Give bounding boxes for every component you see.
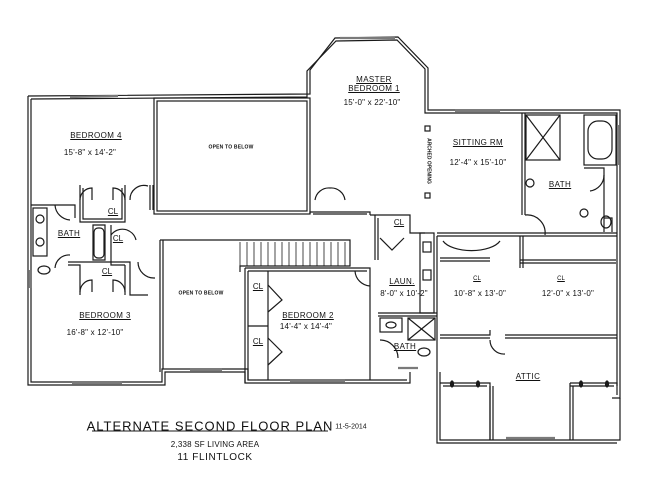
bedroom-4-dims: 15'-8" x 14'-2" xyxy=(63,148,117,157)
plan-title: ALTERNATE SECOND FLOOR PLAN xyxy=(86,418,334,434)
closet-bed2-lower-label: CL xyxy=(252,337,264,346)
closet-bed2-upper-label: CL xyxy=(252,282,264,291)
master-bedroom-label-2: BEDROOM 1 xyxy=(348,84,400,93)
closet-bed3-label: CL xyxy=(101,267,113,276)
project-name: 11 FLINTLOCK xyxy=(177,452,253,463)
exterior-walls xyxy=(27,36,621,444)
laundry-label: LAUN. xyxy=(389,277,415,286)
bedroom-4-label: BEDROOM 4 xyxy=(70,131,122,140)
master-bedroom-dims: 15'-0" x 22'-10" xyxy=(343,98,401,107)
bedroom-3-dims: 16'-8" x 12'-10" xyxy=(66,328,124,337)
arched-opening-label: ARCHED OPENING xyxy=(425,138,432,184)
attic-label: ATTIC xyxy=(515,372,541,381)
bedroom-2-label: BEDROOM 2 xyxy=(282,311,334,320)
plan-date: 11-5-2014 xyxy=(335,423,367,431)
closet-bath-mid-label: CL xyxy=(112,234,124,243)
hall-bath-label: BATH xyxy=(57,229,81,238)
master-bedroom-label-1: MASTER xyxy=(356,75,392,84)
living-area: 2,338 SF LIVING AREA xyxy=(170,440,260,449)
closet-hall-label: CL xyxy=(393,218,405,227)
closet-bed4-label: CL xyxy=(107,207,119,216)
bedroom-3-label: BEDROOM 3 xyxy=(79,311,131,320)
bath-2-label: BATH xyxy=(393,342,417,351)
master-bath-label: BATH xyxy=(548,180,572,189)
walk-in-closet-2-label: CL xyxy=(557,276,565,282)
walk-in-closet-2-dims: 12'-0" x 13'-0" xyxy=(541,289,595,298)
open-to-below-upper-label: OPEN TO BELOW xyxy=(208,144,254,151)
sitting-room-label: SITTING RM xyxy=(452,138,504,147)
windows xyxy=(28,36,620,440)
walk-in-closet-1-label: CL xyxy=(473,276,481,282)
walk-in-closet-1-dims: 10'-8" x 13'-0" xyxy=(453,289,507,298)
laundry-dims: 8'-0" x 10'-2" xyxy=(380,289,428,298)
sitting-room-dims: 12'-4" x 15'-10" xyxy=(449,158,507,167)
open-to-below-lower-label: OPEN TO BELOW xyxy=(178,290,224,297)
bedroom-2-dims: 14'-4" x 14'-4" xyxy=(279,322,333,331)
